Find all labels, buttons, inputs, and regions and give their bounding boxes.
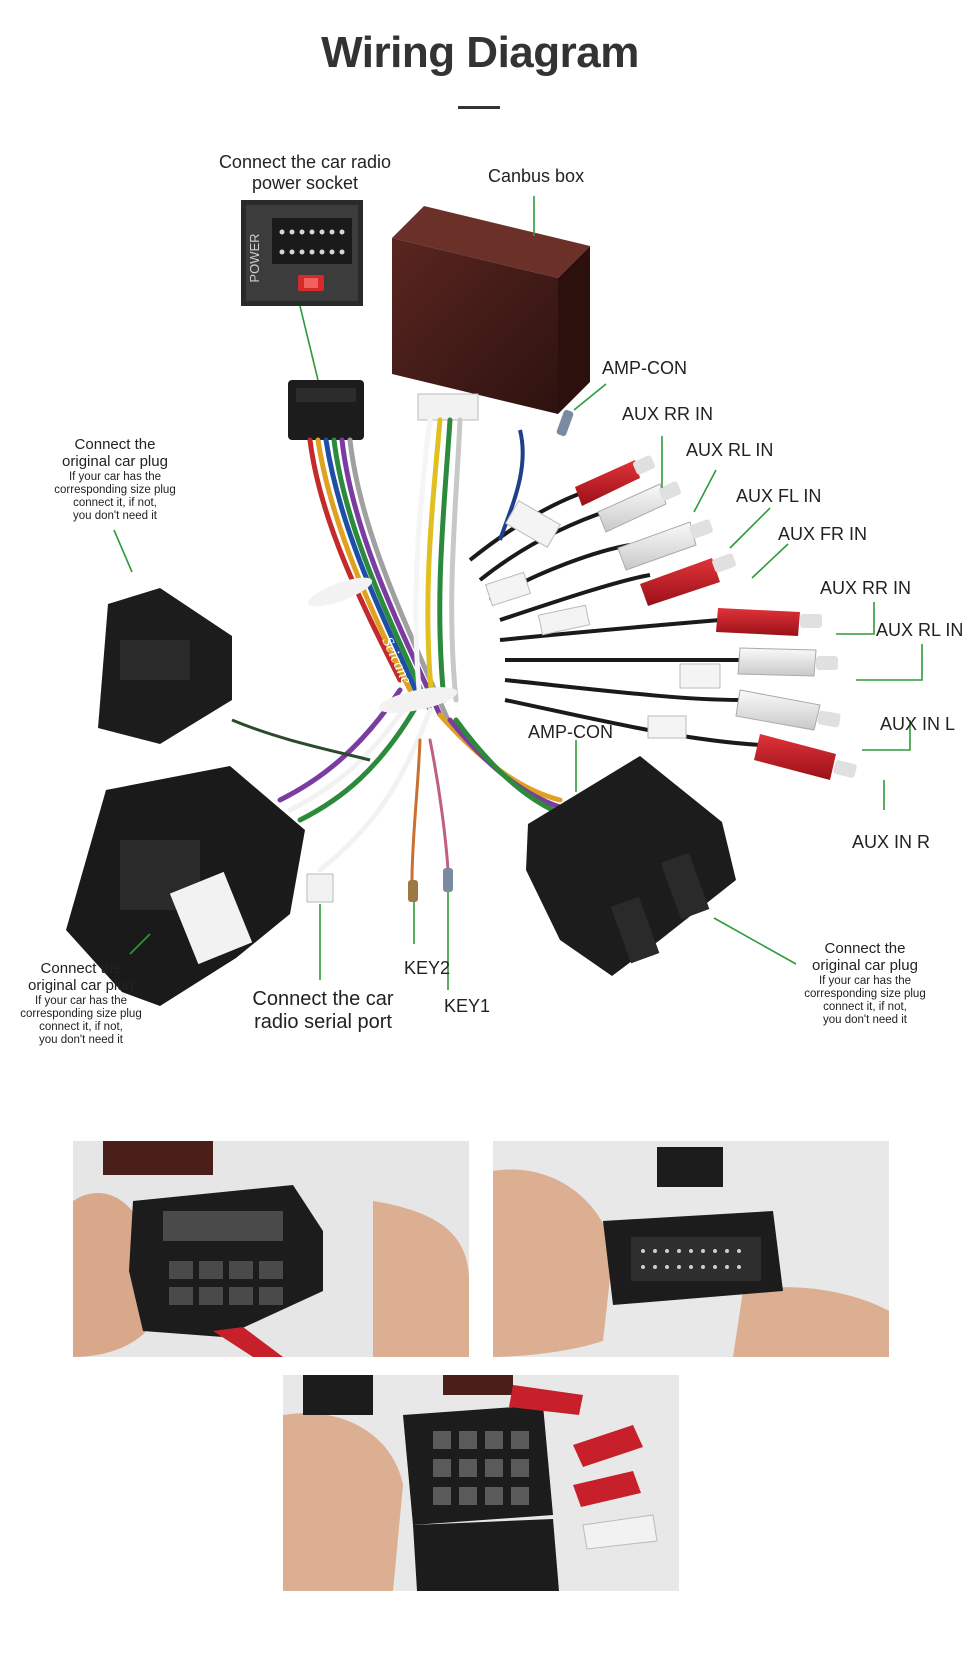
power-tag-text: POWER [247, 233, 262, 282]
aux-fr-in-label: AUX FR IN [778, 524, 868, 544]
canbus-box [392, 206, 590, 421]
left-plug-upper [98, 588, 371, 762]
connector-photo-2 [493, 1141, 889, 1357]
aux-rr-in-label-2: AUX RR IN [820, 578, 912, 598]
serial-port-label: Connect the car radio serial port [252, 988, 394, 1033]
aux-rl-in-label-1: AUX RL IN [686, 440, 774, 460]
orig-plug-left-note: Connect the original car plug If your ca… [54, 436, 176, 523]
aux-in-l-label: AUX IN L [880, 714, 956, 734]
power-socket-inset: POWER [241, 200, 363, 306]
orig-plug-right-note: Connect the original car plug If your ca… [804, 940, 926, 1027]
amp-con-mid-label: AMP-CON [528, 722, 613, 742]
leader-lines [113, 196, 923, 990]
aux-rl-in-label-2: AUX RL IN [876, 620, 964, 640]
canbus-box-label: Canbus box [488, 166, 585, 186]
aux-fl-in-label: AUX FL IN [736, 486, 822, 506]
power-socket-label: Connect the car radio power socket [218, 152, 392, 193]
left-plug-lower [66, 766, 305, 1006]
title-underline [458, 106, 500, 109]
key1-label: KEY1 [444, 996, 491, 1016]
amp-con-top-label: AMP-CON [602, 358, 687, 378]
aux-rr-in-label-1: AUX RR IN [622, 404, 714, 424]
wiring-harness-illustration: POWER Seicane [66, 196, 923, 1006]
aux-in-r-label: AUX IN R [852, 832, 931, 852]
connector-photo-3 [283, 1375, 679, 1591]
right-plug [526, 756, 736, 976]
key2-label: KEY2 [404, 958, 451, 978]
orig-plug-bottom-left-note: Connect the original car plug If your ca… [20, 960, 142, 1047]
page-title: Wiring Diagram [321, 28, 639, 77]
connector-photo-1 [73, 1141, 469, 1357]
